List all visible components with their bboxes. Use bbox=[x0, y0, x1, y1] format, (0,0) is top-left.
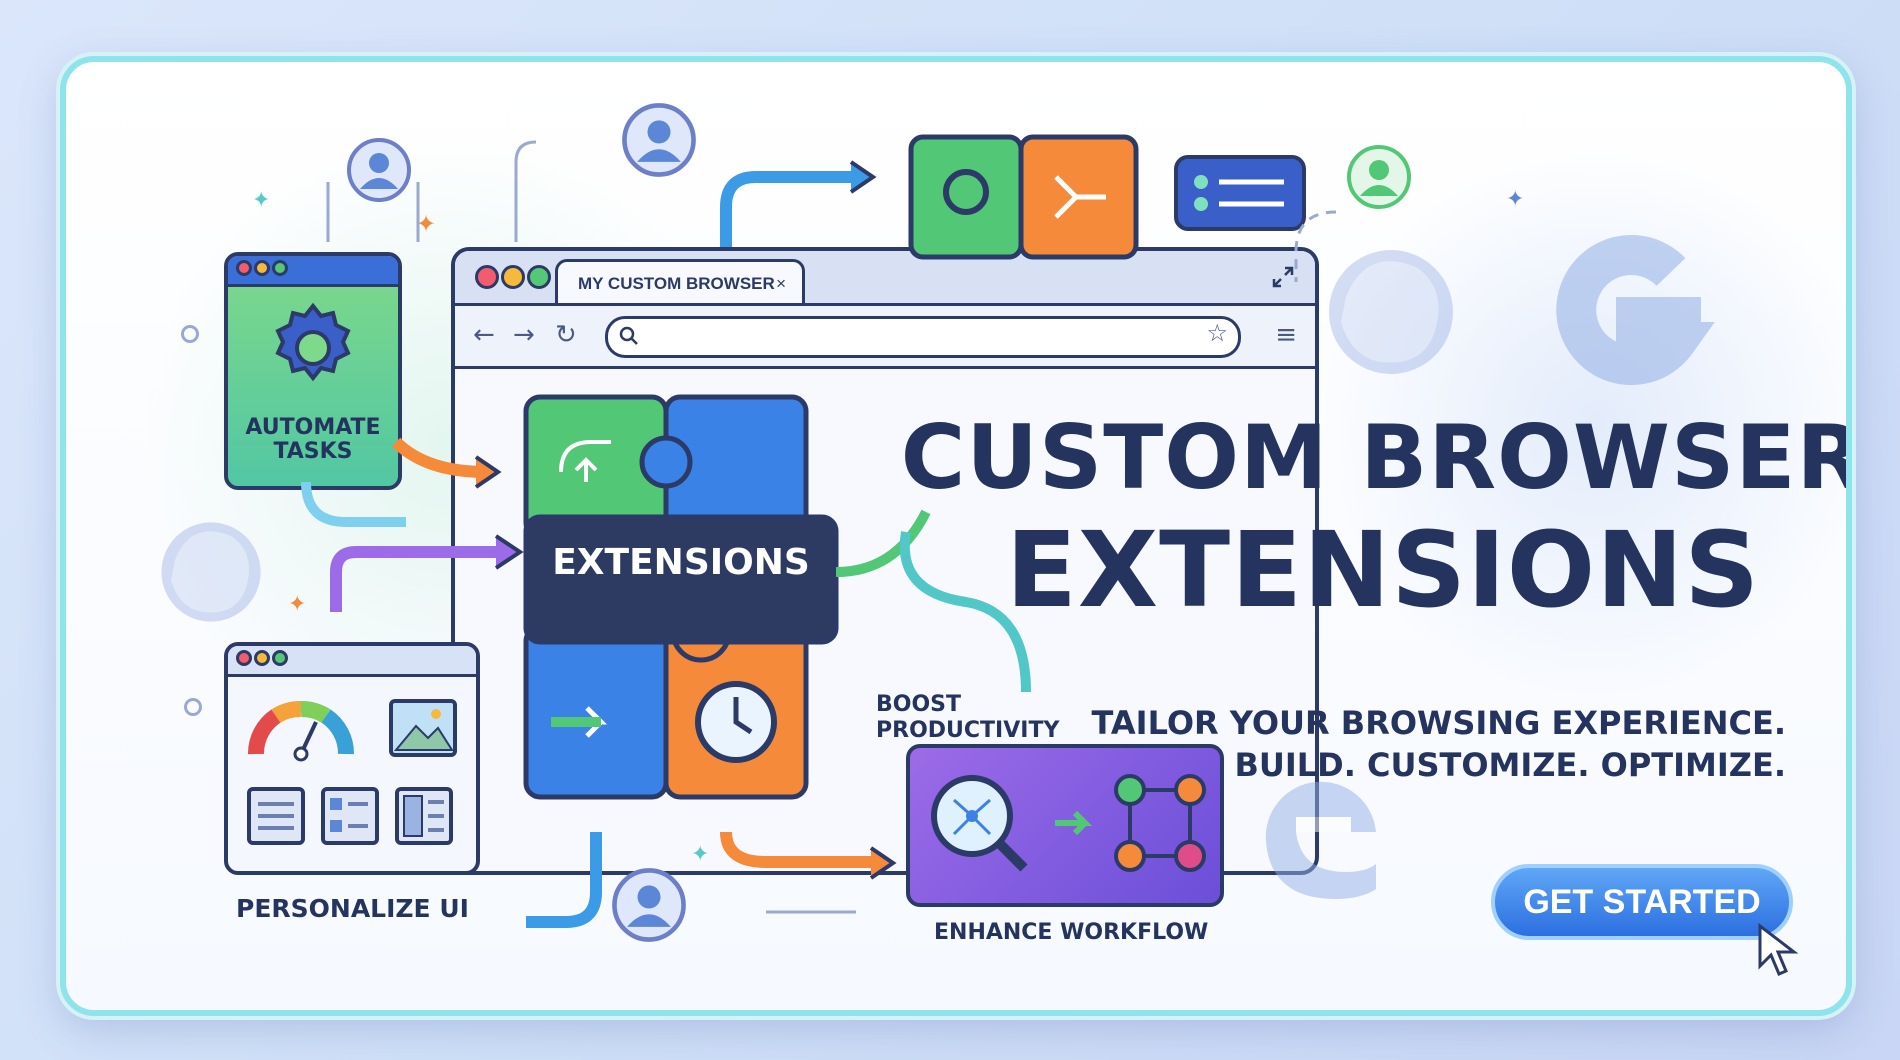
automate-tasks-label: AUTOMATE TASKS bbox=[245, 415, 381, 464]
image-icon bbox=[389, 699, 457, 757]
browser-navbar: ← → ↻ ☆ ≡ bbox=[455, 306, 1315, 369]
hero-title-line2: EXTENSIONS bbox=[1005, 509, 1761, 631]
browser-tab-title: MY CUSTOM BROWSER bbox=[578, 274, 775, 293]
layout-icon-2 bbox=[321, 787, 379, 845]
panel-dot bbox=[254, 260, 270, 276]
enhance-workflow-label: ENHANCE WORKFLOW bbox=[934, 920, 1209, 945]
deco-circle bbox=[181, 325, 199, 343]
sparkle-icon: ✦ bbox=[288, 592, 307, 617]
user-icon bbox=[622, 103, 696, 177]
gauge-icon bbox=[248, 701, 354, 762]
sparkle-icon: ✦ bbox=[416, 210, 437, 238]
tab-close-icon[interactable]: × bbox=[776, 274, 786, 293]
layout-icon-1 bbox=[247, 787, 305, 845]
top-puzzle-piece bbox=[908, 134, 1139, 260]
banner-frame: MY CUSTOM BROWSER × ← → ↻ ☆ ≡ bbox=[60, 56, 1852, 1016]
personalize-ui-panel bbox=[224, 642, 480, 875]
cursor-icon bbox=[1758, 922, 1799, 976]
bookmark-star-icon[interactable]: ☆ bbox=[1206, 319, 1228, 347]
bg-blob-right bbox=[1316, 142, 1846, 702]
hero-tagline: TAILOR YOUR BROWSING EXPERIENCE. BUILD. … bbox=[1066, 702, 1786, 786]
reload-icon[interactable]: ↻ bbox=[555, 320, 577, 350]
user-icon bbox=[612, 868, 686, 942]
firefox-logo bbox=[1329, 250, 1453, 374]
extensions-puzzle bbox=[523, 394, 839, 800]
search-icon bbox=[619, 326, 638, 345]
sparkle-icon: ✦ bbox=[1506, 187, 1525, 212]
extensions-label: EXTENSIONS bbox=[552, 542, 810, 583]
back-arrow-icon[interactable]: ← bbox=[473, 320, 495, 350]
panel-titlebar bbox=[228, 646, 476, 677]
user-icon bbox=[1347, 145, 1411, 209]
workflow-icon bbox=[1055, 774, 1206, 872]
deco-circle bbox=[184, 698, 202, 716]
sparkle-icon: ✦ bbox=[691, 842, 710, 867]
edge-logo bbox=[1265, 781, 1376, 899]
window-maximize-dot[interactable] bbox=[527, 265, 551, 289]
get-started-button[interactable]: GET STARTED bbox=[1491, 864, 1793, 940]
browser-titlebar: MY CUSTOM BROWSER × bbox=[455, 251, 1315, 306]
panel-titlebar bbox=[228, 256, 398, 287]
automate-tasks-panel: AUTOMATE TASKS bbox=[224, 252, 402, 490]
connector-arrows bbox=[301, 140, 1337, 928]
layout-icon-3 bbox=[395, 787, 453, 845]
sparkle-icon: ✦ bbox=[252, 188, 271, 213]
panel-dot bbox=[236, 260, 252, 276]
chat-icon bbox=[1174, 155, 1306, 231]
gear-icon bbox=[275, 302, 351, 382]
user-icon bbox=[347, 138, 411, 202]
google-logo bbox=[1556, 235, 1715, 385]
magnifier-network-icon bbox=[931, 775, 1028, 872]
expand-icon[interactable] bbox=[1271, 265, 1295, 289]
panel-dot bbox=[272, 650, 288, 666]
hero-title-line1: CUSTOM BROWSER bbox=[900, 406, 1852, 509]
boost-productivity-label: BOOST PRODUCTIVITY bbox=[876, 692, 1060, 743]
window-minimize-dot[interactable] bbox=[501, 265, 525, 289]
panel-dot bbox=[272, 260, 288, 276]
firefox-logo bbox=[161, 522, 261, 622]
enhance-workflow-panel bbox=[906, 744, 1224, 907]
window-close-dot[interactable] bbox=[475, 265, 499, 289]
hero-tagline-line2: BUILD. CUSTOMIZE. OPTIMIZE. bbox=[1234, 746, 1786, 784]
forward-arrow-icon[interactable]: → bbox=[513, 320, 535, 350]
panel-dot bbox=[254, 650, 270, 666]
panel-dot bbox=[236, 650, 252, 666]
personalize-ui-label: PERSONALIZE UI bbox=[236, 894, 469, 923]
hero-tagline-line1: TAILOR YOUR BROWSING EXPERIENCE. bbox=[1091, 704, 1786, 742]
browser-tab[interactable]: MY CUSTOM BROWSER × bbox=[555, 259, 805, 303]
menu-icon[interactable]: ≡ bbox=[1275, 320, 1297, 350]
address-bar[interactable]: ☆ bbox=[605, 316, 1241, 358]
hero-title: CUSTOM BROWSER EXTENSIONS bbox=[878, 402, 1852, 631]
